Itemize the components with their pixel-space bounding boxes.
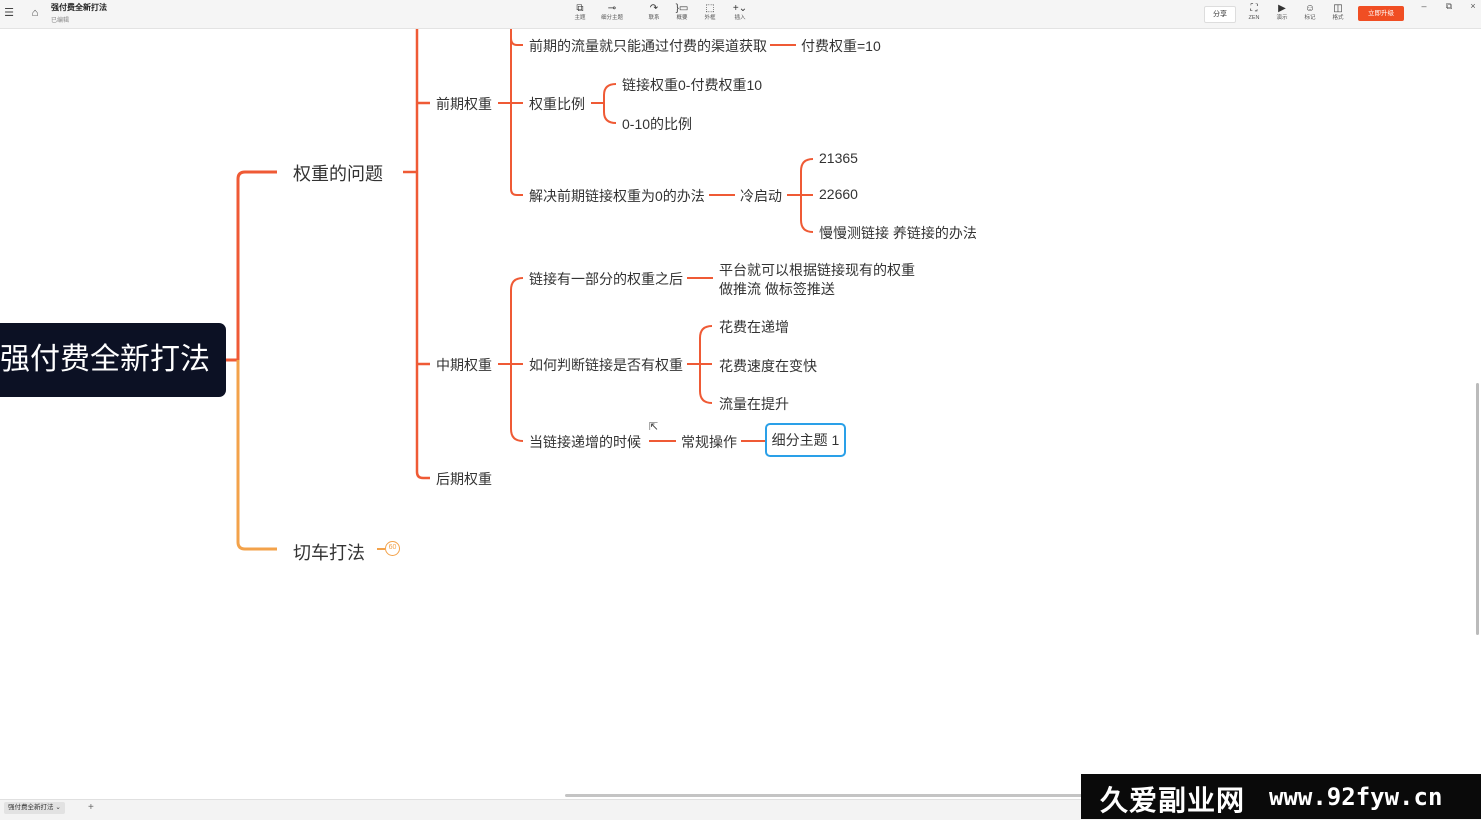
subtopic-tool-button[interactable]: ⊸ 细分主题 bbox=[597, 3, 627, 22]
format-button[interactable]: ◫ 格式 bbox=[1323, 3, 1353, 22]
topic-weight-issue[interactable]: 权重的问题 bbox=[293, 164, 383, 184]
marker-label: 标记 bbox=[1304, 15, 1316, 21]
horizontal-scrollbar[interactable] bbox=[565, 794, 1085, 797]
format-label: 格式 bbox=[1332, 15, 1344, 21]
share-button[interactable]: 分享 bbox=[1204, 6, 1236, 23]
topic-judge-a[interactable]: 花费在递增 bbox=[719, 319, 789, 335]
subtopic-tool-label: 细分主题 bbox=[600, 15, 623, 21]
topic-paid-traffic[interactable]: 前期的流量就只能通过付费的渠道获取 bbox=[529, 38, 767, 54]
topic-zero-weight-fix[interactable]: 解决前期链接权重为0的办法 bbox=[529, 188, 705, 204]
collapsed-count-badge[interactable]: 60 bbox=[385, 541, 400, 556]
upgrade-button[interactable]: 立即升级 bbox=[1358, 6, 1404, 21]
topic-paid-weight[interactable]: 付费权重=10 bbox=[801, 38, 881, 54]
relation-icon: ↷ bbox=[649, 3, 659, 14]
insert-tool-label: 插入 bbox=[734, 15, 746, 21]
topic-icon: ⧉ bbox=[576, 3, 584, 14]
vertical-scrollbar[interactable] bbox=[1476, 383, 1479, 635]
watermark-site-name: 久爱副业网 bbox=[1100, 785, 1246, 816]
topic-weight-ratio[interactable]: 权重比例 bbox=[529, 96, 585, 112]
topic-judge-weight[interactable]: 如何判断链接是否有权重 bbox=[529, 357, 683, 373]
topic-routine-ops[interactable]: 常规操作 bbox=[681, 434, 737, 450]
topic-mid-weight[interactable]: 中期权重 bbox=[436, 357, 492, 373]
topic-cold-start[interactable]: 冷启动 bbox=[740, 188, 782, 204]
topic-cold-start-b[interactable]: 22660 bbox=[819, 186, 858, 202]
summary-icon: }▭ bbox=[675, 3, 689, 14]
zen-label: ZEN bbox=[1248, 15, 1260, 21]
topic-early-weight[interactable]: 前期权重 bbox=[436, 96, 492, 112]
topic-cold-start-c[interactable]: 慢慢测链接 养链接的办法 bbox=[819, 225, 977, 241]
topic-cut-car-method[interactable]: 切车打法 bbox=[293, 543, 365, 563]
document-status: 已编辑 bbox=[51, 18, 70, 24]
topic-judge-c[interactable]: 流量在提升 bbox=[719, 396, 789, 412]
top-toolbar: ☰ ⌂ 强付费全新打法 已编辑 ⧉ 主题 ⊸ 细分主题 ↷ 联系 }▭ 概要 ⬚… bbox=[0, 0, 1481, 29]
boundary-tool-button[interactable]: ⬚ 外框 bbox=[695, 3, 725, 22]
marker-icon: ☺ bbox=[1304, 3, 1316, 14]
summary-tool-button[interactable]: }▭ 概要 bbox=[667, 3, 697, 22]
subtopic-icon: ⊸ bbox=[607, 3, 617, 14]
chevron-down-icon: ⌄ bbox=[55, 804, 61, 811]
boundary-tool-label: 外框 bbox=[704, 15, 716, 21]
topic-push-line2[interactable]: 做推流 做标签推送 bbox=[719, 281, 835, 297]
format-icon: ◫ bbox=[1333, 3, 1343, 14]
present-icon: ▶ bbox=[1278, 3, 1286, 14]
sheet-tab[interactable]: 强付费全新打法 ⌄ bbox=[4, 802, 65, 814]
present-label: 演示 bbox=[1276, 15, 1288, 21]
document-title[interactable]: 强付费全新打法 bbox=[51, 3, 107, 12]
watermark-url: www.92fyw.cn bbox=[1269, 783, 1443, 811]
close-icon[interactable]: × bbox=[1470, 1, 1476, 11]
topic-push-line1[interactable]: 平台就可以根据链接现有的权重 bbox=[719, 262, 915, 278]
watermark-banner: 久爱副业网 www.92fyw.cn bbox=[1081, 774, 1481, 819]
insert-icon: +⌄ bbox=[732, 3, 748, 14]
topic-after-weight[interactable]: 链接有一部分的权重之后 bbox=[529, 271, 683, 287]
marker-button[interactable]: ☺ 标记 bbox=[1295, 3, 1325, 22]
topic-ratio-a[interactable]: 链接权重0-付费权重10 bbox=[622, 77, 763, 93]
root-topic[interactable]: 强付费全新打法 bbox=[0, 323, 226, 397]
connector-lines bbox=[226, 29, 814, 551]
present-button[interactable]: ▶ 演示 bbox=[1267, 3, 1297, 22]
minimize-icon[interactable]: – bbox=[1421, 1, 1427, 11]
topic-link-increasing[interactable]: 当链接递增的时候 bbox=[529, 434, 641, 450]
mindmap-canvas[interactable]: 强付费全新打法 权重的问题 切车打法 60 前期权重 中期权重 后期权重 前期的… bbox=[0, 29, 1481, 799]
restore-icon[interactable]: ⧉ bbox=[1445, 1, 1453, 11]
topic-late-weight[interactable]: 后期权重 bbox=[436, 471, 492, 487]
summary-tool-label: 概要 bbox=[676, 15, 688, 21]
topic-tool-button[interactable]: ⧉ 主题 bbox=[565, 3, 595, 22]
mouse-cursor-icon: ⇱ bbox=[649, 421, 659, 433]
zen-icon: ⛶ bbox=[1250, 3, 1258, 14]
menu-icon[interactable]: ☰ bbox=[4, 7, 14, 19]
home-icon[interactable]: ⌂ bbox=[31, 7, 39, 19]
add-sheet-button[interactable]: + bbox=[88, 802, 94, 813]
relation-tool-button[interactable]: ↷ 联系 bbox=[639, 3, 669, 22]
topic-cold-start-a[interactable]: 21365 bbox=[819, 150, 858, 166]
selected-subtopic[interactable]: 细分主题 1 bbox=[765, 423, 846, 457]
boundary-icon: ⬚ bbox=[705, 3, 715, 14]
insert-tool-button[interactable]: +⌄ 插入 bbox=[725, 3, 755, 22]
topic-judge-b[interactable]: 花费速度在变快 bbox=[719, 358, 817, 374]
sheet-tab-label: 强付费全新打法 bbox=[8, 804, 54, 811]
topic-tool-label: 主题 bbox=[574, 15, 586, 21]
zen-button[interactable]: ⛶ ZEN bbox=[1239, 3, 1269, 22]
relation-tool-label: 联系 bbox=[648, 15, 660, 21]
topic-ratio-b[interactable]: 0-10的比例 bbox=[622, 116, 693, 132]
